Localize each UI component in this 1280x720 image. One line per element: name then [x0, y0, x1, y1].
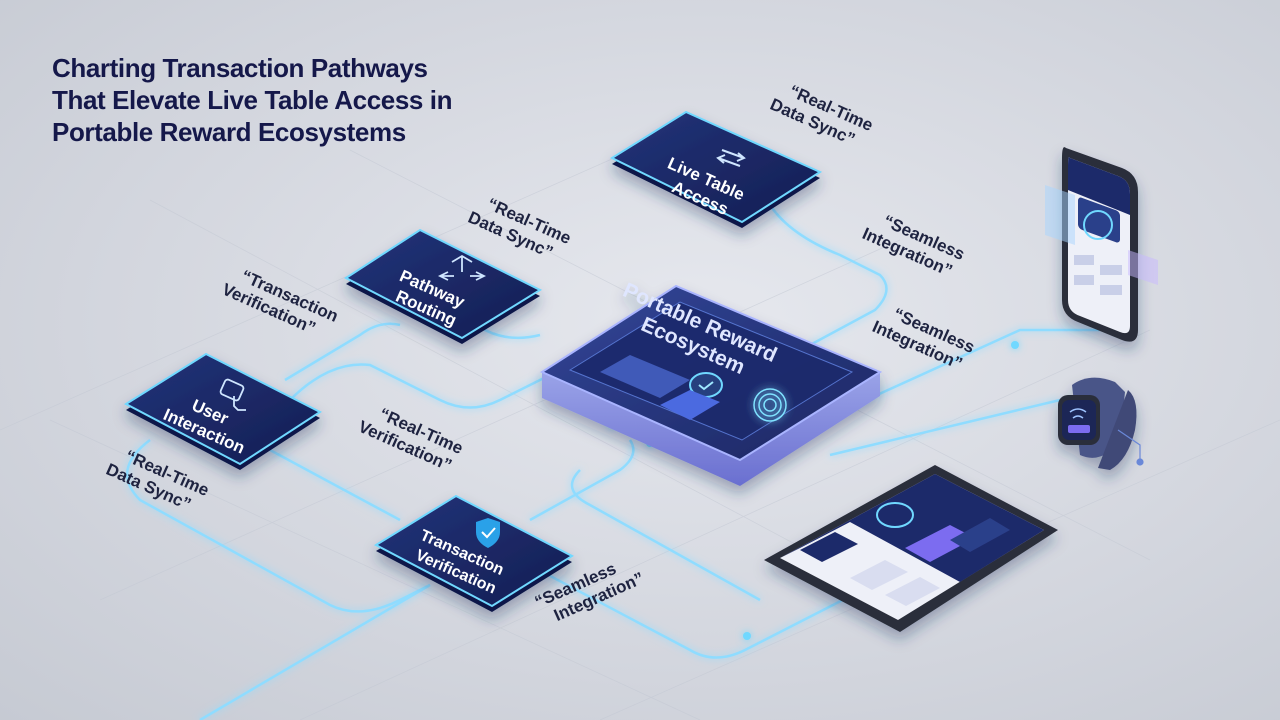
phone-device	[1062, 147, 1138, 342]
diagram-title: Charting Transaction Pathways That Eleva…	[52, 52, 572, 148]
node-pathway-routing[interactable]: Pathway Routing	[344, 228, 543, 344]
connector-hub-to-tablet	[570, 469, 761, 602]
shield-check-icon	[476, 518, 500, 548]
watch-accent-lines	[1117, 429, 1144, 466]
title-line-2: That Elevate Live Table Access in	[52, 85, 453, 115]
edge-label-seamless-mid: “Seamless Integration”	[869, 299, 981, 378]
phone-ui-blocks	[1074, 255, 1122, 295]
connector-to-bottom-edge	[199, 583, 431, 720]
hub-portable-reward-ecosystem[interactable]: Portable Reward Ecosystem	[539, 279, 883, 486]
connector-verification-to-hub	[529, 439, 635, 522]
connector-user-to-verification	[269, 448, 401, 522]
hub-screen-bars	[600, 355, 720, 420]
edge-label-realtime-verification: “Real-Time Verification”	[355, 399, 470, 479]
connector-left-loop	[125, 439, 431, 613]
edge-label-realtime-mid: “Real-Time Data Sync”	[465, 189, 578, 268]
connector-lines	[125, 204, 1100, 720]
watch-device	[1058, 377, 1137, 470]
node-user-interaction[interactable]: User Interaction	[123, 352, 322, 470]
edge-label-realtime-left: “Real-Time Data Sync”	[103, 441, 216, 520]
sync-arrows-icon	[716, 149, 746, 167]
connector-bottom-line	[519, 538, 961, 659]
tablet-device	[764, 465, 1058, 632]
connector-user-to-pathway	[284, 322, 401, 382]
connector-live-to-hub	[768, 204, 888, 347]
edge-label-transaction-verification: “Transaction Verification”	[219, 261, 345, 346]
fingerprint-icon	[753, 388, 787, 422]
tablet-ui-elements	[800, 502, 1010, 606]
connector-hub-to-watch	[829, 398, 1061, 457]
node-transaction-verification[interactable]: Transaction Verification	[373, 494, 575, 612]
touch-hand-icon	[219, 378, 246, 411]
edge-label-realtime-top: “Real-Time Data Sync”	[767, 76, 880, 155]
node-live-table-access[interactable]: Live Table Access	[609, 110, 823, 228]
title-line-1: Charting Transaction Pathways	[52, 53, 428, 83]
hub-check-icon	[689, 372, 723, 398]
routing-arrows-icon	[437, 254, 487, 281]
phone-floating-panels	[1045, 185, 1158, 285]
connector-user-to-hub	[289, 363, 561, 409]
title-line-3: Portable Reward Ecosystems	[52, 117, 406, 147]
